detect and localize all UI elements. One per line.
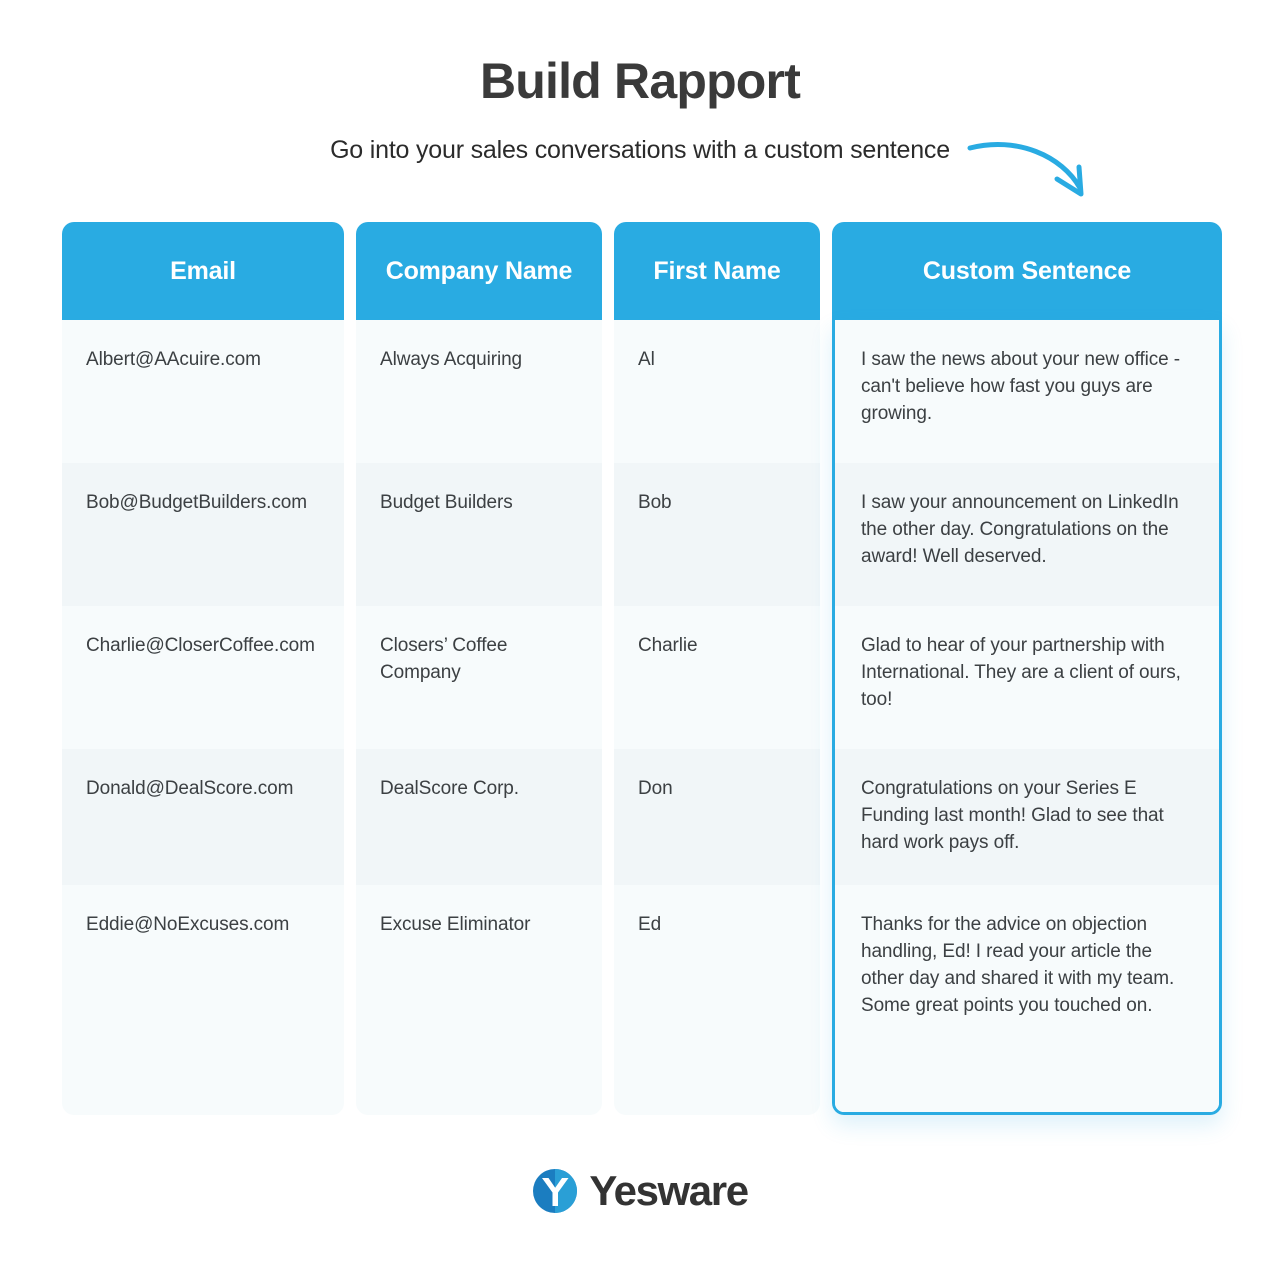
column-body-custom-sentence: I saw the news about your new office - c… xyxy=(832,320,1222,1115)
table-cell-company: DealScore Corp. xyxy=(356,749,602,885)
column-body-first-name: Al Bob Charlie Don Ed xyxy=(614,320,820,1115)
table-cell-custom-sentence: I saw the news about your new office - c… xyxy=(835,320,1219,463)
page-subtitle: Go into your sales conversations with a … xyxy=(330,136,950,164)
table-cell-custom-sentence: Glad to hear of your partnership with In… xyxy=(835,606,1219,749)
table-cell-email: Eddie@NoExcuses.com xyxy=(62,885,344,1115)
table-cell-email: Bob@BudgetBuilders.com xyxy=(62,463,344,606)
table-cell-first-name: Ed xyxy=(614,885,820,1115)
table-cell-first-name: Al xyxy=(614,320,820,463)
table-cell-custom-sentence: Thanks for the advice on objection handl… xyxy=(835,885,1219,1112)
table-cell-company: Closers’ Coffee Company xyxy=(356,606,602,749)
column-header-company-name[interactable]: Company Name xyxy=(356,222,602,320)
table-cell-company: Excuse Eliminator xyxy=(356,885,602,1115)
column-header-email[interactable]: Email xyxy=(62,222,344,320)
table-column-custom-sentence: Custom Sentence I saw the news about you… xyxy=(832,222,1222,1115)
table-cell-email: Charlie@CloserCoffee.com xyxy=(62,606,344,749)
column-body-email: Albert@AAcuire.com Bob@BudgetBuilders.co… xyxy=(62,320,344,1115)
table-cell-first-name: Bob xyxy=(614,463,820,606)
curved-arrow-down-right-icon xyxy=(962,126,1102,211)
table-column-email: Email Albert@AAcuire.com Bob@BudgetBuild… xyxy=(62,222,344,1115)
yesware-wordmark: Yesware xyxy=(589,1167,749,1214)
table-cell-custom-sentence: Congratulations on your Series E Funding… xyxy=(835,749,1219,885)
table-cell-custom-sentence: I saw your announcement on LinkedIn the … xyxy=(835,463,1219,606)
table-cell-first-name: Don xyxy=(614,749,820,885)
yesware-logo: Yesware xyxy=(0,1168,1280,1214)
yesware-circle-y-icon xyxy=(532,1168,578,1214)
page-title: Build Rapport xyxy=(479,53,801,109)
table-column-first-name: First Name Al Bob Charlie Don Ed xyxy=(614,222,820,1115)
column-header-custom-sentence[interactable]: Custom Sentence xyxy=(832,222,1222,320)
table-cell-company: Budget Builders xyxy=(356,463,602,606)
table-cell-first-name: Charlie xyxy=(614,606,820,749)
column-header-first-name[interactable]: First Name xyxy=(614,222,820,320)
column-body-company-name: Always Acquiring Budget Builders Closers… xyxy=(356,320,602,1115)
table-cell-email: Albert@AAcuire.com xyxy=(62,320,344,463)
table-cell-company: Always Acquiring xyxy=(356,320,602,463)
table-column-company-name: Company Name Always Acquiring Budget Bui… xyxy=(356,222,602,1115)
table-cell-email: Donald@DealScore.com xyxy=(62,749,344,885)
rapport-table: Email Albert@AAcuire.com Bob@BudgetBuild… xyxy=(62,222,1222,1115)
